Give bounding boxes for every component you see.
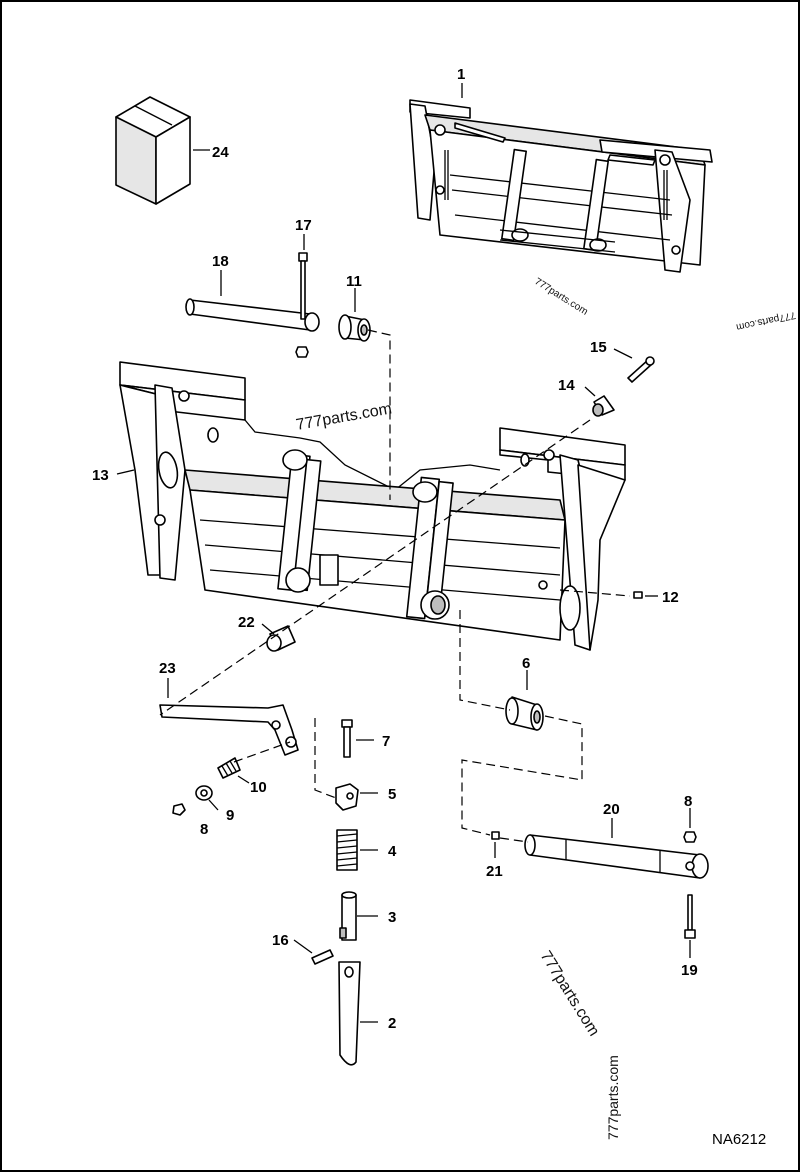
callout-23: 23 [159, 660, 176, 677]
callout-9: 9 [226, 807, 234, 824]
part-7-bolt [341, 719, 353, 758]
watermarks: 777parts.com 777parts.com 777parts.com 7… [295, 276, 797, 1140]
part-12-nut [633, 591, 643, 599]
part-4-spring [336, 829, 358, 871]
part-8-nut-left [172, 803, 186, 816]
part-23-handle [159, 704, 299, 756]
callout-19: 19 [681, 962, 698, 979]
part-2-long-pin [338, 961, 361, 1066]
callout-24: 24 [212, 144, 229, 161]
callout-21: 21 [486, 863, 503, 880]
callout-17: 17 [295, 217, 312, 234]
callout-numbers: 1 2 3 4 5 6 7 8 8 9 10 11 12 13 14 15 16… [92, 66, 698, 1032]
callout-7: 7 [382, 733, 390, 750]
part-24-box [115, 96, 191, 205]
callout-20: 20 [603, 801, 620, 818]
part-13-main-assembly [119, 361, 626, 651]
part-14-bushing [592, 395, 615, 417]
callout-22: 22 [238, 614, 255, 631]
part-20-shaft [524, 834, 709, 879]
watermark-1: 777parts.com [295, 400, 393, 434]
watermark-4: 777parts.com [537, 948, 603, 1039]
callout-6: 6 [522, 655, 530, 672]
watermark-3: 777parts.com [735, 309, 797, 332]
part-11-bushing [338, 314, 371, 342]
callout-10: 10 [250, 779, 267, 796]
part-18-pin [185, 298, 320, 332]
callout-14: 14 [558, 377, 575, 394]
part-3-sleeve [339, 891, 357, 941]
drawing-code: NA6212 [712, 1131, 766, 1148]
part-22-bushing [266, 625, 296, 652]
callout-3: 3 [388, 909, 396, 926]
part-1-upper-assembly [409, 99, 713, 273]
callout-16: 16 [272, 932, 289, 949]
part-6-bushing [505, 696, 544, 731]
part-17-bolt [295, 252, 309, 358]
part-8-nut-right [683, 831, 697, 843]
part-19-bolt [684, 894, 696, 939]
callout-18: 18 [212, 253, 229, 270]
watermark-5: 777parts.com [605, 1055, 621, 1140]
leader-lines [116, 83, 691, 1023]
callout-11: 11 [346, 273, 362, 290]
part-21-nut [491, 831, 500, 840]
callout-1: 1 [457, 66, 465, 83]
watermark-2: 777parts.com [532, 276, 589, 317]
callout-4: 4 [388, 843, 397, 860]
alignment-lines [159, 329, 631, 843]
part-10-spring [217, 757, 241, 779]
callout-5: 5 [388, 786, 396, 803]
callout-8-left: 8 [200, 821, 208, 838]
part-9-washer [195, 785, 213, 801]
callout-2: 2 [388, 1015, 396, 1032]
callout-12: 12 [662, 589, 679, 606]
part-15-bolt [627, 356, 655, 383]
callout-13: 13 [92, 467, 109, 484]
part-5-block [335, 783, 359, 811]
part-16-pin [311, 949, 334, 965]
callout-8-right: 8 [684, 793, 692, 810]
callout-15: 15 [590, 339, 607, 356]
